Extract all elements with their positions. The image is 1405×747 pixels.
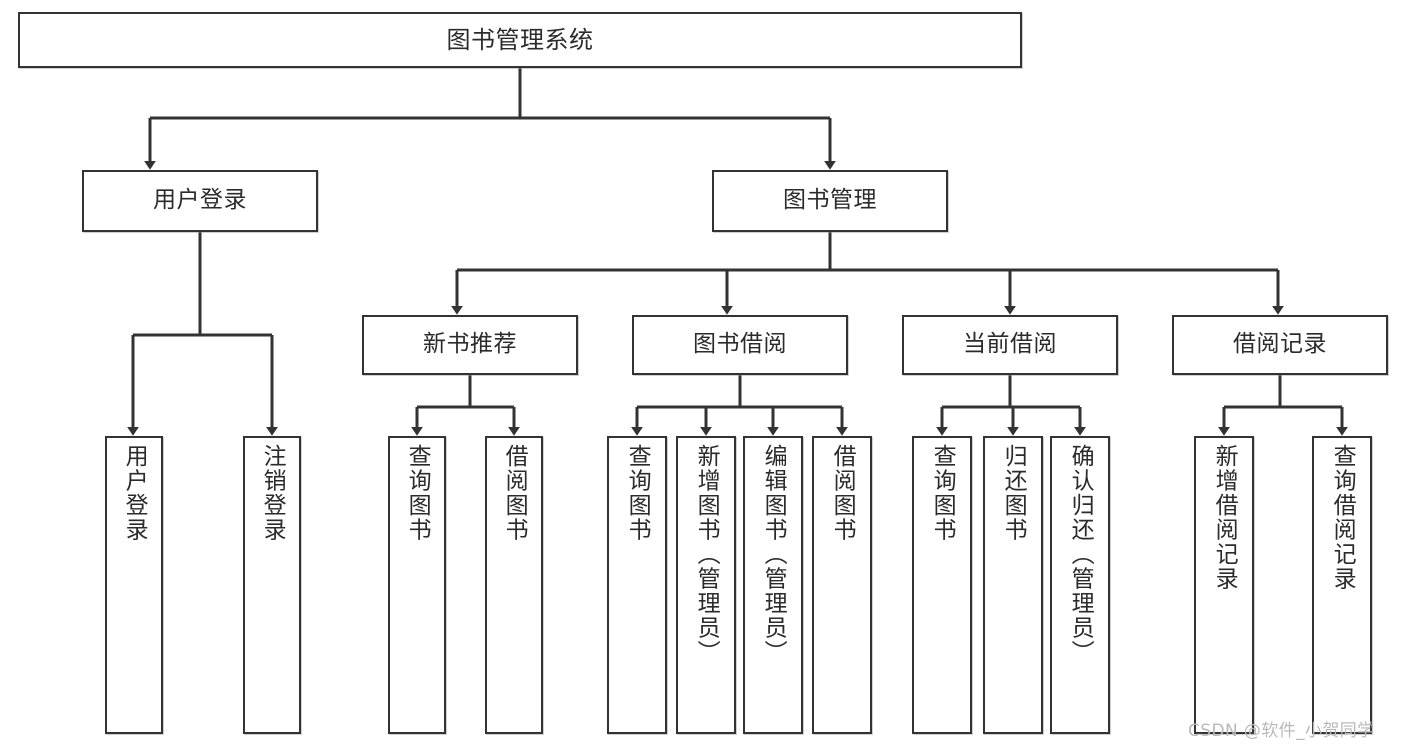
node-leaf-user-login-label: 用户登录 <box>121 444 148 542</box>
node-book-borrow-label: 图书借阅 <box>693 331 787 358</box>
node-new-book-recommend-label: 新书推荐 <box>423 331 517 358</box>
node-leaf-add-book-admin[interactable]: 新增图书（管理员） <box>676 436 736 734</box>
node-book-manage-label: 图书管理 <box>783 187 877 214</box>
node-leaf-add-borrow-record-label: 新增借阅记录 <box>1211 444 1238 591</box>
node-leaf-borrow-book[interactable]: 借阅图书 <box>812 436 872 734</box>
node-user-login-label: 用户登录 <box>153 187 247 214</box>
node-leaf-query-book-borrow-label: 查询图书 <box>624 444 651 542</box>
node-leaf-confirm-return-admin-label: 确认归还（管理员） <box>1067 444 1094 665</box>
node-leaf-edit-book-admin[interactable]: 编辑图书（管理员） <box>743 436 803 734</box>
node-leaf-query-book-new-label: 查询图书 <box>404 444 431 542</box>
node-leaf-borrow-book-new-label: 借阅图书 <box>501 444 528 542</box>
node-borrow-record[interactable]: 借阅记录 <box>1172 315 1388 375</box>
node-new-book-recommend[interactable]: 新书推荐 <box>362 315 578 375</box>
node-leaf-confirm-return-admin[interactable]: 确认归还（管理员） <box>1050 436 1110 734</box>
node-current-borrow-label: 当前借阅 <box>963 331 1057 358</box>
node-leaf-query-borrow-record-label: 查询借阅记录 <box>1329 444 1356 591</box>
node-leaf-add-book-admin-label: 新增图书（管理员） <box>693 444 720 665</box>
node-leaf-user-login[interactable]: 用户登录 <box>105 436 163 734</box>
node-leaf-return-book-label: 归还图书 <box>1000 444 1027 542</box>
node-leaf-edit-book-admin-label: 编辑图书（管理员） <box>760 444 787 665</box>
node-leaf-query-book-borrow[interactable]: 查询图书 <box>607 436 667 734</box>
node-leaf-query-book-new[interactable]: 查询图书 <box>388 436 446 734</box>
node-leaf-add-borrow-record[interactable]: 新增借阅记录 <box>1194 436 1254 734</box>
node-book-borrow[interactable]: 图书借阅 <box>632 315 848 375</box>
node-user-login[interactable]: 用户登录 <box>82 170 318 232</box>
node-leaf-query-book-current[interactable]: 查询图书 <box>912 436 972 734</box>
watermark: CSDN @软件_小贺同学 <box>1188 721 1375 741</box>
node-book-manage[interactable]: 图书管理 <box>712 170 948 232</box>
node-leaf-user-logout[interactable]: 注销登录 <box>243 436 301 734</box>
node-leaf-query-book-current-label: 查询图书 <box>929 444 956 542</box>
node-leaf-query-borrow-record[interactable]: 查询借阅记录 <box>1312 436 1372 734</box>
node-leaf-user-logout-label: 注销登录 <box>259 444 286 542</box>
node-root[interactable]: 图书管理系统 <box>18 12 1022 68</box>
node-borrow-record-label: 借阅记录 <box>1233 331 1327 358</box>
node-root-label: 图书管理系统 <box>446 25 594 54</box>
node-leaf-borrow-book-new[interactable]: 借阅图书 <box>485 436 543 734</box>
node-leaf-return-book[interactable]: 归还图书 <box>983 436 1043 734</box>
node-leaf-borrow-book-label: 借阅图书 <box>829 444 856 542</box>
node-current-borrow[interactable]: 当前借阅 <box>902 315 1118 375</box>
